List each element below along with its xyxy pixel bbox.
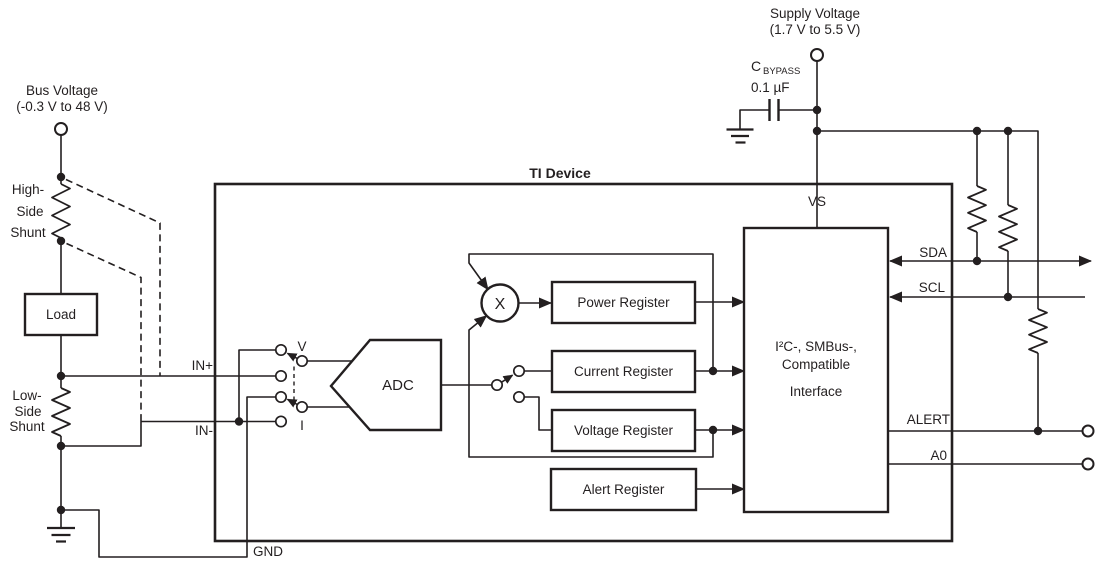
a0-terminal-icon	[1081, 457, 1095, 471]
v-switch-arm-icon	[286, 352, 298, 362]
output-switch-common-icon	[490, 378, 504, 392]
to-voltage-register-wire	[524, 396, 552, 431]
cap-subscript-label: BYPASS	[763, 66, 800, 77]
gnd-pin-label: GND	[253, 544, 283, 559]
multiplier-label: X	[495, 296, 506, 313]
bus-voltage-range: (-0.3 V to 48 V)	[16, 99, 108, 114]
supply-voltage-range: (1.7 V to 5.5 V)	[770, 22, 861, 37]
v-switch-label: V	[297, 339, 306, 354]
dashed-wire-shunt-bottom-to-inminus	[66, 242, 142, 422]
ground-symbol-icon	[47, 526, 75, 543]
supply-terminal-icon	[810, 48, 824, 62]
ti-device-outline	[213, 182, 954, 543]
bus-voltage-label: Bus Voltage	[26, 83, 98, 98]
i-switch-label: I	[300, 418, 304, 433]
input-wiring: IN+ IN- GND	[61, 349, 283, 559]
i-switch-arm-icon	[286, 398, 298, 408]
v-switch-common-icon	[295, 354, 309, 368]
supply-voltage-label: Supply Voltage	[770, 6, 860, 21]
interface-box	[742, 226, 890, 514]
adc-label: ADC	[382, 377, 414, 394]
high-side-shunt-label-1: High-	[12, 182, 44, 197]
alert-register-box	[549, 467, 698, 512]
current-register-label: Current Register	[574, 364, 674, 379]
registers: Power Register Current Register Voltage …	[549, 280, 745, 512]
low-side-shunt-label-1: Low-	[12, 388, 41, 403]
interface-label-line3: Interface	[790, 384, 843, 399]
alert-register-label: Alert Register	[583, 482, 665, 497]
bus-voltage-terminal-icon	[54, 122, 68, 136]
adc-shape	[329, 338, 443, 432]
sda-pullup-resistor-icon	[967, 185, 987, 233]
i-switch-common-icon	[295, 400, 309, 414]
high-side-dashed-connections	[65, 178, 161, 422]
bus-voltage-branch: Bus Voltage (-0.3 V to 48 V) High- Side …	[9, 83, 108, 543]
v-switch-contact-bottom-icon	[274, 369, 288, 383]
power-multiplier: X	[468, 253, 714, 458]
in-plus-pin-label: IN+	[192, 358, 214, 373]
in-minus-pin-label: IN-	[195, 423, 213, 438]
dashed-wire-shunt-top-to-inplus	[65, 178, 161, 376]
current-feedback-wire	[468, 253, 714, 371]
output-switch-voltage-contact-icon	[512, 390, 526, 404]
interface-label-line1: I²C-, SMBus-,	[775, 339, 857, 354]
cap-name-label: C	[751, 58, 761, 74]
current-register-box	[550, 349, 697, 394]
alert-pin-label: ALERT	[907, 412, 950, 427]
output-demux-switch	[490, 364, 552, 431]
low-side-shunt-label-2: Side	[14, 404, 41, 419]
scl-pin-label: SCL	[919, 280, 946, 295]
bypass-capacitor-icon	[726, 99, 817, 144]
i-switch-contact-top-icon	[274, 390, 288, 404]
ti-device-block: TI Device	[213, 165, 954, 543]
input-mux-switches: V I	[274, 339, 353, 433]
ti-device-label: TI Device	[529, 165, 591, 181]
junction-dots	[56, 105, 1043, 515]
cap-value-label: 0.1 µF	[751, 80, 790, 95]
in-minus-to-vswitch-wire	[238, 349, 276, 422]
alert-pullup-resistor-icon	[1028, 308, 1048, 354]
adc-block: ADC	[329, 338, 492, 432]
v-switch-contact-top-icon	[274, 343, 288, 357]
power-register-label: Power Register	[577, 295, 670, 310]
voltage-feedback-wire	[468, 315, 714, 458]
gnd-return-wire	[61, 396, 276, 558]
high-side-shunt-label-3: Shunt	[10, 225, 46, 240]
i-switch-contact-bottom-icon	[274, 415, 288, 428]
supply-branch: Supply Voltage (1.7 V to 5.5 V) VS C BYP…	[726, 6, 1039, 309]
supply-rail-wire	[817, 130, 1039, 309]
load-label: Load	[46, 307, 76, 322]
high-side-shunt-resistor-icon	[51, 183, 71, 239]
output-switch-current-contact-icon	[512, 364, 526, 378]
right-side-bus: SDA SCL ALERT A0	[888, 131, 1095, 471]
output-switch-arm-icon	[500, 374, 514, 384]
vs-pin-label: VS	[808, 194, 826, 209]
a0-pin-label: A0	[930, 448, 947, 463]
alert-terminal-icon	[1081, 424, 1095, 438]
low-side-shunt-resistor-icon	[51, 387, 71, 437]
sda-pin-label: SDA	[919, 245, 947, 260]
power-register-box	[550, 280, 697, 325]
interface-block: I²C-, SMBus-, Compatible Interface	[742, 226, 890, 514]
interface-label-line2: Compatible	[782, 357, 850, 372]
voltage-register-label: Voltage Register	[574, 423, 674, 438]
scl-pullup-resistor-icon	[998, 204, 1018, 252]
in-minus-wire	[61, 420, 276, 447]
high-side-shunt-label-2: Side	[16, 204, 43, 219]
low-side-shunt-label-3: Shunt	[9, 419, 45, 434]
